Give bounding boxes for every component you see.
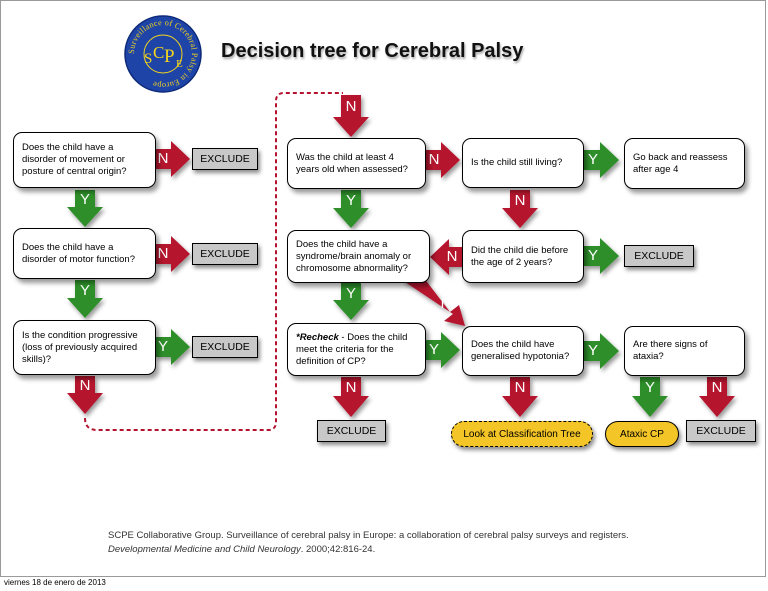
arrow-n-q2-exclude xyxy=(155,236,190,272)
arrow-n-q11-exclude xyxy=(699,377,735,417)
label-n: N xyxy=(514,192,526,209)
logo-letter-e: E xyxy=(176,58,183,70)
label-y: Y xyxy=(345,285,356,302)
outcome-exclude: EXCLUDE xyxy=(317,420,386,442)
footer-date: viernes 18 de enero de 2013 xyxy=(4,578,106,587)
label-n: N xyxy=(711,379,723,396)
arrow-y-q7-q9 xyxy=(333,283,369,320)
label-n: N xyxy=(440,295,452,312)
outcome-exclude: EXCLUDE xyxy=(192,243,258,265)
dashed-connector xyxy=(84,92,343,431)
citation-line2: Developmental Medicine and Child Neurolo… xyxy=(108,544,376,555)
label-y: Y xyxy=(587,247,598,264)
label-y: Y xyxy=(157,338,168,355)
arrow-n-q4-q5 xyxy=(425,142,460,178)
citation: SCPE Collaborative Group. Surveillance o… xyxy=(108,529,708,557)
logo-letter-p: P xyxy=(164,46,175,67)
node-hypotonia: Does the child have generalised hypotoni… xyxy=(462,326,584,376)
arrow-n-q5-q8 xyxy=(502,190,538,228)
arrow-y-q3-exclude xyxy=(155,329,190,365)
arrow-y-q4-q7 xyxy=(333,190,369,228)
label-n: N xyxy=(345,98,357,115)
label-n: N xyxy=(428,151,440,168)
label-n: N xyxy=(79,377,91,394)
arrow-n-q8-q7 xyxy=(430,239,465,275)
arrow-y-q10-q11 xyxy=(584,333,619,369)
outcome-exclude: EXCLUDE xyxy=(192,336,258,358)
slide-frame xyxy=(0,0,766,577)
arrow-y-q2-q3 xyxy=(67,280,103,318)
logo-letter-c: C xyxy=(153,43,164,62)
arrow-n-q3-continue xyxy=(67,376,103,414)
citation-line1: SCPE Collaborative Group. Surveillance o… xyxy=(108,530,629,541)
node-recheck: *Recheck - Does the child meet the crite… xyxy=(287,323,426,376)
arrow-n-into-q4 xyxy=(333,95,369,137)
scpe-logo: Surveillance of Cerebral Palsy in Europe… xyxy=(123,14,203,99)
arrow-y-q5-q6 xyxy=(584,142,619,178)
node-motor-function: Does the child have a disorder of motor … xyxy=(13,228,156,279)
arrow-y-q9-q10 xyxy=(425,332,460,368)
node-progressive: Is the condition progressive (loss of pr… xyxy=(13,320,156,375)
outcome-ataxic-cp: Ataxic CP xyxy=(605,421,679,447)
outcome-exclude: EXCLUDE xyxy=(192,148,258,170)
node-syndrome: Does the child have a syndrome/brain ano… xyxy=(287,230,430,283)
arrow-n-q9-exclude xyxy=(333,377,369,417)
arrow-y-q11-ataxic xyxy=(632,377,668,417)
node-central-origin: Does the child have a disorder of moveme… xyxy=(13,132,156,188)
logo-disc xyxy=(124,15,202,93)
node-reassess: Go back and reassess after age 4 xyxy=(624,138,745,189)
node-age-4: Was the child at least 4 years old when … xyxy=(287,138,426,189)
label-y: Y xyxy=(428,341,439,358)
node-ataxia: Are there signs of ataxia? xyxy=(624,326,745,376)
node-died-before-2: Did the child die before the age of 2 ye… xyxy=(462,230,584,283)
arrow-n-q7-q10 xyxy=(402,269,465,326)
label-n: N xyxy=(446,248,458,265)
outcome-classification-tree: Look at Classification Tree xyxy=(451,421,593,447)
arrow-y-q8-exclude xyxy=(584,238,619,274)
logo-letter-s: S xyxy=(144,51,152,67)
label-y: Y xyxy=(587,151,598,168)
outcome-exclude: EXCLUDE xyxy=(624,245,694,267)
page-title: Decision tree for Cerebral Palsy xyxy=(221,40,524,62)
node-still-living: Is the child still living? xyxy=(462,138,584,188)
label-y: Y xyxy=(644,379,655,396)
arrow-n-q1-exclude xyxy=(155,141,190,177)
label-y: Y xyxy=(79,282,90,299)
label-y: Y xyxy=(345,192,356,209)
label-y: Y xyxy=(587,342,598,359)
label-n: N xyxy=(345,379,357,396)
arrow-n-q10-classification xyxy=(502,377,538,417)
arrow-y-q1-q2 xyxy=(67,190,103,227)
label-n: N xyxy=(514,379,526,396)
outcome-exclude: EXCLUDE xyxy=(686,420,756,442)
label-y: Y xyxy=(79,191,90,208)
label-n: N xyxy=(157,150,169,167)
label-n: N xyxy=(157,245,169,262)
